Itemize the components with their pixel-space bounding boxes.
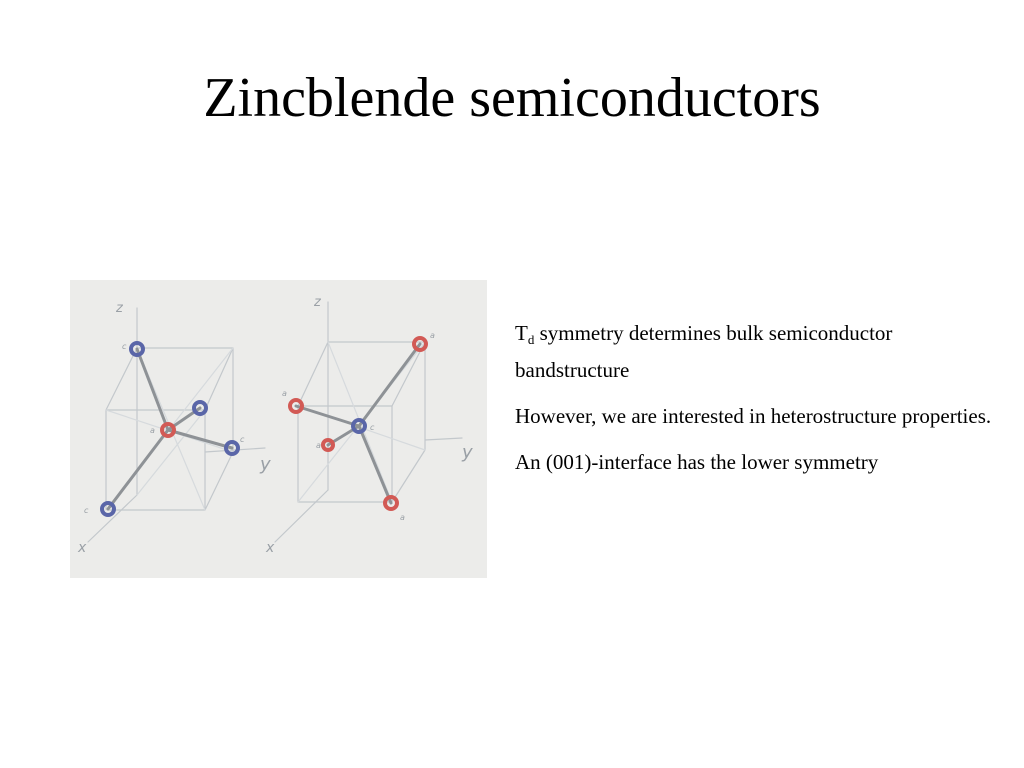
left-cation-atom — [192, 400, 208, 416]
right-anion-atom — [412, 336, 428, 352]
bullet-td-symmetry: Td symmetry determines bulk semiconducto… — [515, 318, 995, 385]
right-site-label: a — [316, 441, 321, 450]
right-site-label: c — [370, 423, 375, 432]
td-subscript: d — [527, 332, 535, 347]
left-cation-atom — [224, 440, 240, 456]
right-anion-atom — [288, 398, 304, 414]
left-site-label: c — [122, 342, 127, 351]
right-y-axis — [424, 437, 463, 441]
right-axis-y-label: y — [461, 442, 473, 463]
left-axis-z-label: z — [115, 301, 124, 316]
slide-body-text: Td symmetry determines bulk semiconducto… — [515, 318, 995, 493]
right-site-label: a — [430, 331, 435, 340]
left-x-axis — [87, 494, 138, 543]
bullet-heterostructure: However, we are interested in heterostru… — [515, 404, 992, 428]
left-cation-atom — [129, 341, 145, 357]
td-symbol: T — [515, 321, 528, 345]
left-axis-x-label: x — [77, 540, 87, 556]
left-anion-atom — [160, 422, 176, 438]
right-cation-atom — [351, 418, 367, 434]
bullet-interface-symmetry: An (001)-interface has the lower symmetr… — [515, 450, 879, 474]
left-site-label: a — [150, 426, 155, 435]
left-bonds — [106, 347, 234, 511]
right-bonds — [294, 342, 422, 505]
td-statement: symmetry determines bulk semiconductor b… — [515, 321, 893, 382]
right-anion-atom — [383, 495, 399, 511]
right-site-label: a — [282, 389, 287, 398]
right-site-label: a — [400, 513, 405, 522]
left-cation-atom — [100, 501, 116, 517]
left-site-label: c — [84, 506, 89, 515]
right-axis-z-label: z — [313, 295, 322, 310]
right-x-axis — [274, 489, 329, 543]
left-axis-y-label: y — [259, 454, 271, 475]
left-y-axis — [204, 447, 266, 453]
right-anion-atom — [321, 438, 335, 452]
left-site-label: c — [240, 435, 245, 444]
slide-title: Zincblende semiconductors — [203, 67, 821, 129]
zincblende-sketch-figure: z y x c a c c — [70, 280, 487, 578]
right-axis-x-label: x — [265, 540, 275, 556]
